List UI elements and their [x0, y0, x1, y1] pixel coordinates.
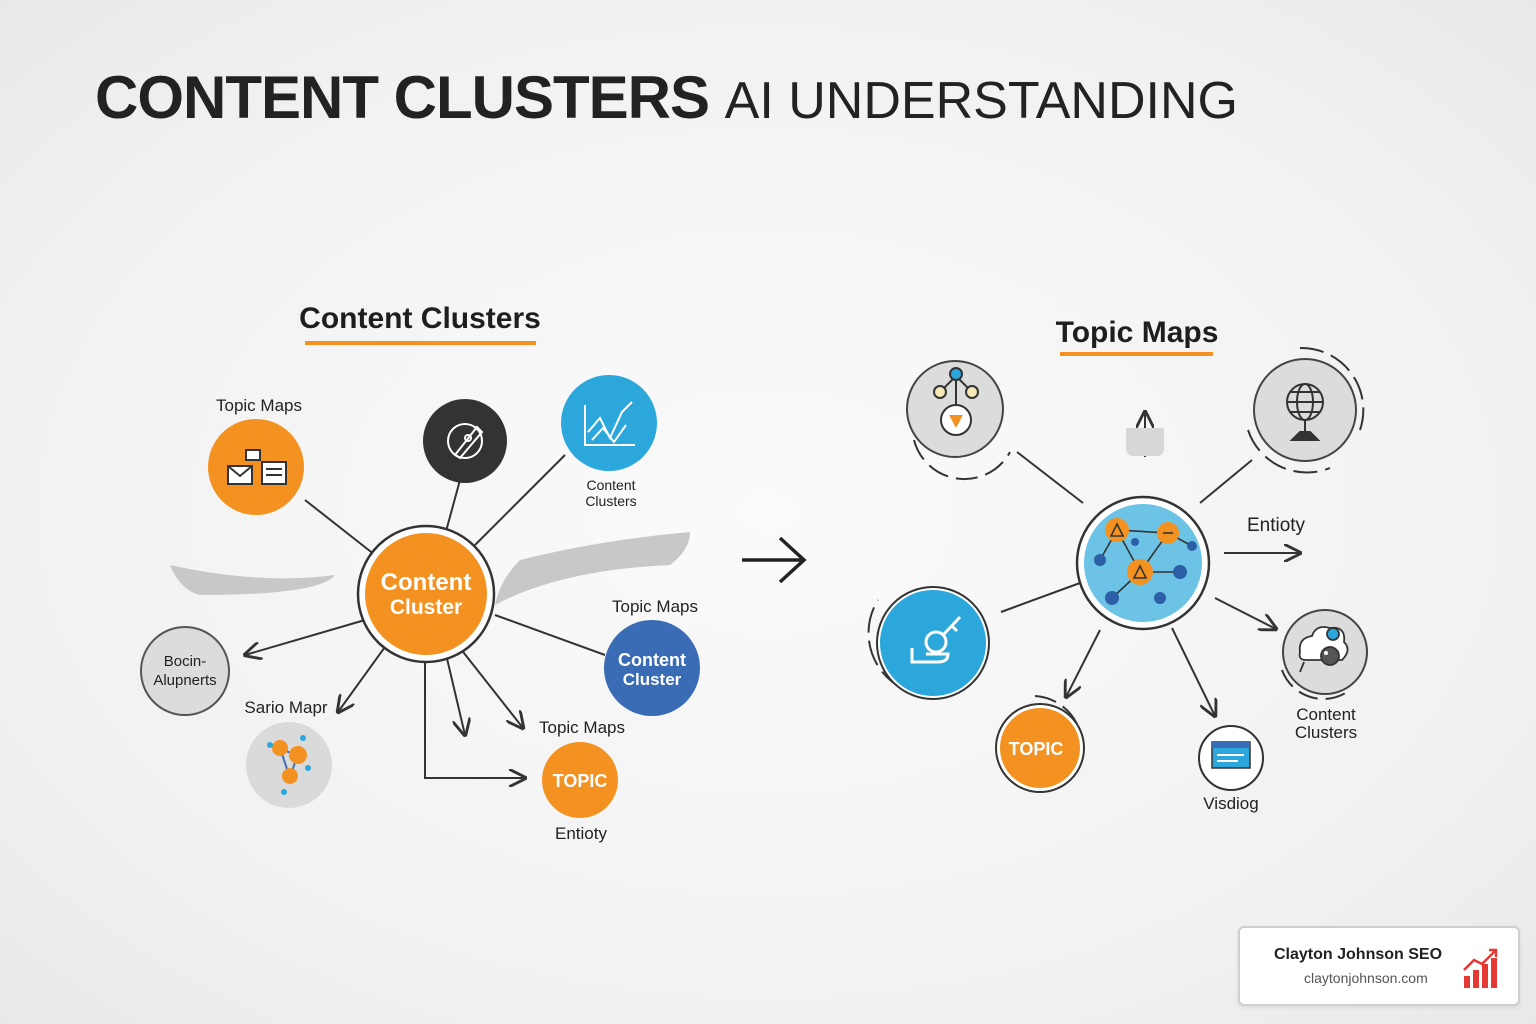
topic-maps-top-label: Topic Maps	[216, 396, 302, 415]
topic-node	[542, 742, 618, 818]
globe-icon	[1286, 383, 1324, 441]
transition-arrow	[742, 536, 807, 584]
blue-cluster-label: Topic Maps	[612, 597, 698, 616]
left-panel: Content Clusters Content Cluster Topic M…	[140, 302, 700, 843]
gray-node	[140, 626, 230, 716]
globe-node	[1253, 358, 1357, 462]
page-title: CONTENT CLUSTERS AI UNDERSTANDING	[95, 62, 1238, 137]
right-topic-node	[1000, 708, 1080, 788]
globe-node-arc-a	[1299, 346, 1365, 431]
cloud-brain-icon	[1298, 626, 1349, 673]
pen-nib-icon	[447, 423, 484, 460]
molecule-network-icon	[267, 735, 311, 795]
left-header-underline	[305, 341, 536, 345]
content-clusters-node	[561, 375, 657, 471]
network-graph-icon	[1094, 518, 1197, 605]
sario-mapr-label: Sario Mapr	[244, 698, 327, 717]
upload-shape	[1126, 428, 1164, 456]
right-topic-text: TOPIC	[1009, 739, 1064, 759]
right-swoosh-shape	[495, 532, 690, 605]
hand-key-icon	[910, 615, 962, 664]
right-cluster-label-1: Content	[1296, 705, 1356, 724]
left-connectors	[245, 454, 606, 778]
center-line2: Cluster	[390, 596, 462, 619]
bar-chart-growth-icon	[1463, 948, 1498, 988]
screen-chart-icon	[1211, 741, 1251, 769]
right-connectors	[1000, 412, 1300, 716]
topic-node-label: Entioty	[555, 824, 607, 843]
title-bold: CONTENT CLUSTERS	[95, 64, 710, 131]
gray-node-line2: Alupnerts	[153, 672, 216, 689]
gray-node-line1: Bocin-	[164, 653, 207, 670]
right-header: Topic Maps	[1056, 316, 1219, 349]
content-clusters-label-1: Content	[586, 477, 635, 493]
brand-card: Clayton Johnson SEO claytonjohnson.com	[1238, 926, 1520, 1006]
topic-maps-mid-label: Topic Maps	[539, 718, 625, 737]
right-panel: Topic Maps	[867, 316, 1368, 813]
center-cluster-node	[365, 533, 487, 655]
line-chart-icon	[584, 401, 635, 446]
blue-cluster-node	[604, 620, 700, 716]
right-cluster-label-2: Clusters	[1295, 723, 1357, 742]
topic-node-text: TOPIC	[553, 771, 608, 791]
globe-node-arc-b	[1247, 429, 1331, 474]
blue-node	[880, 590, 986, 696]
center-line1: Content	[381, 569, 472, 596]
brand-url: claytonjohnson.com	[1304, 970, 1428, 986]
network-node-arc	[913, 439, 1011, 481]
sario-node	[246, 722, 332, 808]
blue-cluster-line1: Content	[618, 650, 686, 670]
brand-name: Clayton Johnson SEO	[1274, 946, 1443, 963]
content-clusters-label-2: Clusters	[585, 493, 636, 509]
left-header: Content Clusters	[299, 302, 541, 335]
visual-node-label: Visdiog	[1203, 794, 1258, 813]
document-diagram-icon	[227, 449, 287, 485]
left-swoosh-shape	[170, 565, 335, 595]
topic-maps-top-node	[208, 419, 304, 515]
blue-cluster-line2: Cluster	[623, 670, 682, 689]
right-header-underline	[1060, 352, 1213, 356]
network-nodes-icon	[933, 367, 979, 436]
entity-label: Entioty	[1247, 515, 1306, 536]
title-light: AI UNDERSTANDING	[724, 72, 1238, 130]
right-cluster-arc	[1281, 669, 1351, 700]
